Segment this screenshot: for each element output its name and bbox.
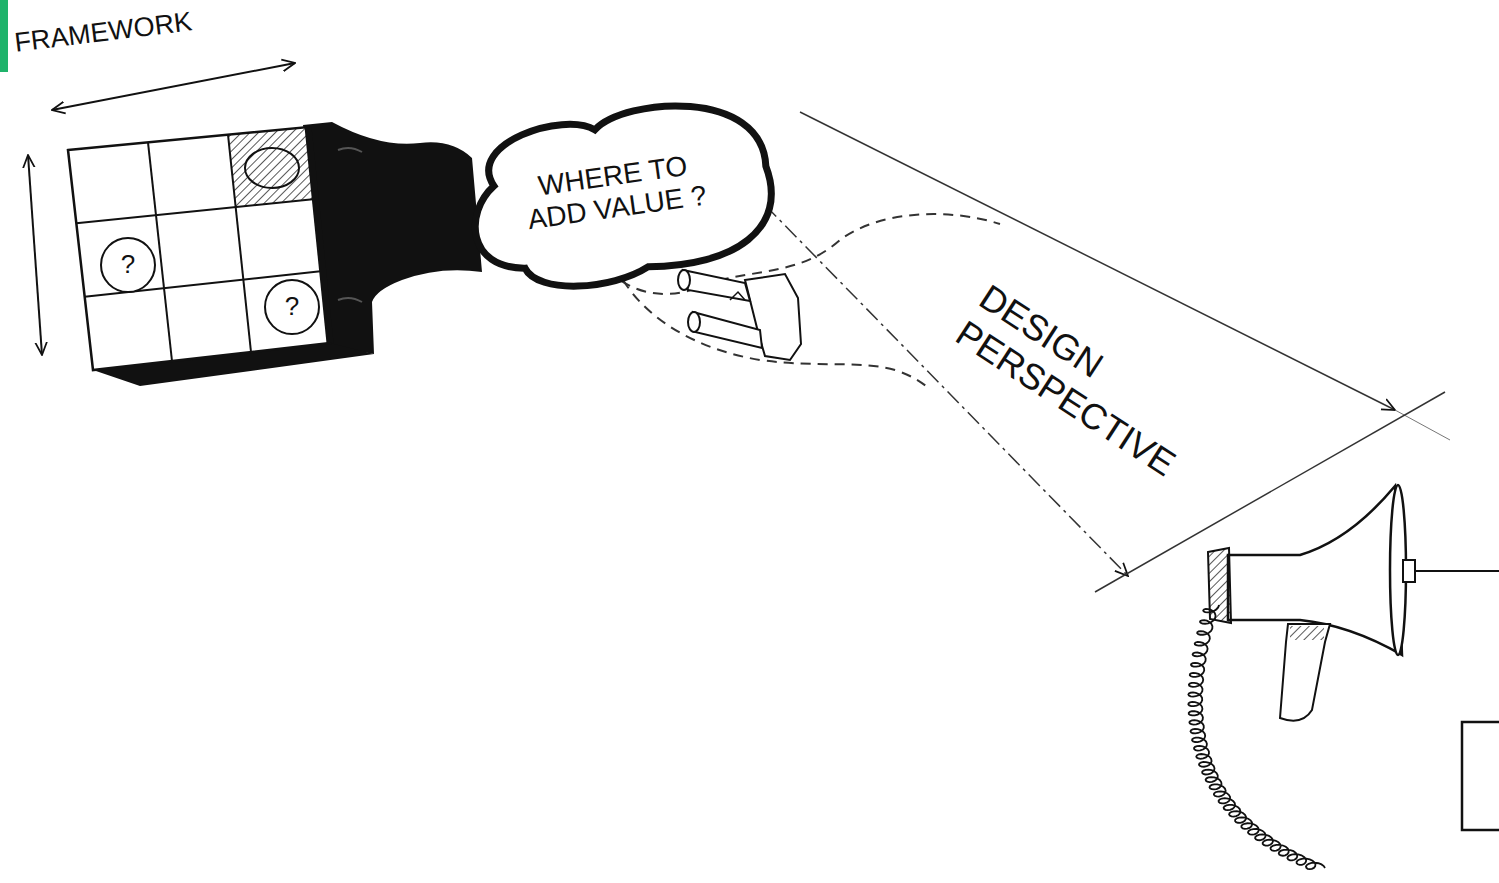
framework-grid (68, 127, 330, 370)
framework-title: FRAMEWORK (13, 5, 194, 59)
binoculars (678, 270, 801, 360)
bellows-fold (338, 148, 362, 302)
question-mark: ? (121, 250, 135, 280)
binoculars-eyepiece (678, 270, 690, 290)
edge-box (1462, 722, 1499, 830)
thought-cloud: WHERE TO ADD VALUE ? (434, 77, 796, 307)
binoculars-eyepiece (688, 312, 700, 332)
sight-line (615, 265, 926, 386)
cloud-shape (462, 92, 781, 299)
question-circle: ? (264, 279, 320, 335)
grid-line (76, 199, 315, 223)
megaphone-rod (1415, 570, 1499, 572)
binoculars-barrel (683, 270, 750, 301)
question-circle: ? (100, 237, 156, 293)
grid-line (228, 135, 251, 352)
coil-path (1188, 605, 1325, 869)
handle-hatch (1290, 626, 1324, 640)
binoculars-body (745, 274, 801, 360)
coil-cord (1188, 605, 1325, 869)
binoculars-barrel (693, 312, 762, 348)
megaphone (1208, 485, 1499, 721)
text-group: ? (121, 250, 135, 280)
binoculars-detail (730, 292, 745, 300)
megaphone-body (1228, 486, 1402, 655)
height-arrow (28, 155, 42, 355)
megaphone-bracket (1403, 560, 1415, 582)
target-oval (245, 148, 299, 188)
bellows (303, 122, 482, 354)
text-group: ? (285, 292, 299, 322)
corner-bar (0, 0, 8, 72)
grid-lines (76, 135, 322, 361)
megaphone-handle (1280, 624, 1330, 721)
question-mark: ? (285, 292, 299, 322)
hatched-cell (228, 127, 315, 207)
beam-edge-extension (1395, 410, 1450, 440)
perspective-label: DESIGN PERSPECTIVE (948, 275, 1221, 494)
width-arrow (52, 63, 295, 110)
